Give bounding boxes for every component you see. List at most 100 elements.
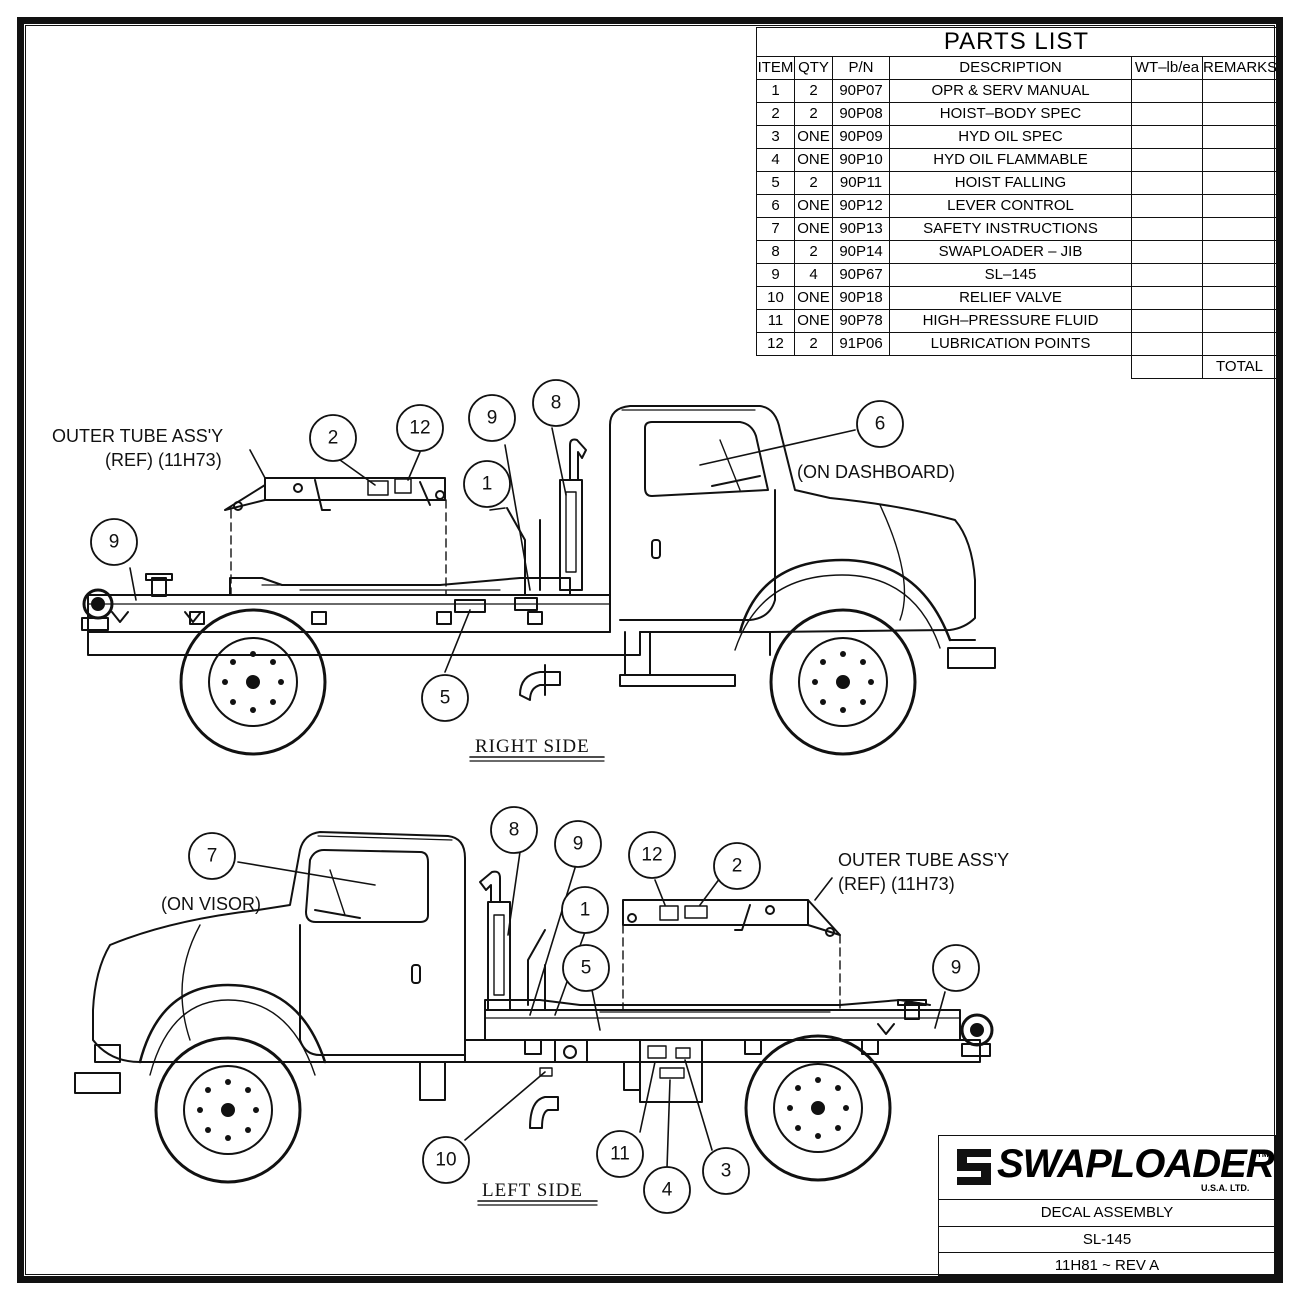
remarks-cell: [1202, 263, 1277, 287]
callout-1: 1: [482, 474, 493, 495]
logo-text: SWAPLOADER: [997, 1142, 1275, 1186]
callout-11: 11: [610, 1144, 630, 1165]
callout-2: 2: [328, 428, 339, 449]
remarks-cell: [1202, 79, 1277, 103]
swaploader-logo-icon: [957, 1149, 991, 1185]
callout-circle: [468, 394, 516, 442]
qty-cell: ONE: [794, 309, 833, 333]
weight-cell: [1131, 332, 1203, 356]
parts-header-row: ITEM QTY P/N DESCRIPTION WT–lb/ea REMARK…: [756, 56, 1277, 80]
right-side-leaders: [129, 427, 856, 673]
callout-12: 12: [641, 845, 662, 866]
total-weight-cell: [1131, 355, 1203, 379]
header-description: DESCRIPTION: [889, 56, 1132, 80]
item-cell: 5: [756, 171, 795, 195]
callout-circle: [309, 414, 357, 462]
item-cell: 11: [756, 309, 795, 333]
description-cell: SAFETY INSTRUCTIONS: [889, 217, 1132, 241]
description-cell: HOIST–BODY SPEC: [889, 102, 1132, 126]
remarks-cell: [1202, 217, 1277, 241]
qty-cell: ONE: [794, 217, 833, 241]
pn-cell: 90P12: [832, 194, 890, 218]
qty-cell: 2: [794, 332, 833, 356]
parts-table: PARTS LIST ITEM QTY P/N DESCRIPTION WT–l…: [756, 27, 1277, 379]
callout-4: 4: [662, 1180, 673, 1201]
remarks-cell: [1202, 125, 1277, 149]
description-cell: HOIST FALLING: [889, 171, 1132, 195]
qty-cell: ONE: [794, 286, 833, 310]
remarks-cell: [1202, 171, 1277, 195]
remarks-cell: [1202, 309, 1277, 333]
company-logo: SWAPLOADER TM U.S.A. LTD.: [939, 1136, 1275, 1200]
weight-cell: [1131, 240, 1203, 264]
parts-list-title: PARTS LIST: [756, 27, 1277, 57]
remarks-cell: [1202, 102, 1277, 126]
right-side-callouts: [90, 379, 904, 722]
pn-cell: 90P18: [832, 286, 890, 310]
callout-10: 10: [435, 1150, 456, 1171]
header-remarks: REMARKS: [1202, 56, 1277, 80]
callout-8: 8: [509, 820, 520, 841]
right-side-truck: [81, 405, 996, 756]
qty-cell: ONE: [794, 125, 833, 149]
pn-cell: 90P09: [832, 125, 890, 149]
item-cell: 9: [756, 263, 795, 287]
right-outer-tube-ref: (REF) (11H73): [105, 450, 222, 470]
qty-cell: 2: [794, 240, 833, 264]
description-cell: SWAPLOADER – JIB: [889, 240, 1132, 264]
qty-cell: ONE: [794, 194, 833, 218]
weight-cell: [1131, 148, 1203, 172]
item-cell: 7: [756, 217, 795, 241]
model-number: SL-145: [939, 1227, 1275, 1253]
outer-border: [17, 17, 1283, 1283]
callout-9: 9: [109, 532, 120, 553]
weight-cell: [1131, 263, 1203, 287]
right-side-caption: RIGHT SIDE: [475, 736, 590, 757]
remarks-cell: [1202, 148, 1277, 172]
callout-5: 5: [581, 958, 592, 979]
visor-note: (ON VISOR): [161, 894, 261, 914]
qty-cell: 2: [794, 79, 833, 103]
header-item: ITEM: [756, 56, 795, 80]
remarks-cell: [1202, 194, 1277, 218]
pn-cell: 90P13: [832, 217, 890, 241]
drawing-number: 11H81 ~ REV A: [1054, 1257, 1160, 1274]
logo-subtitle: U.S.A. LTD.: [1201, 1183, 1250, 1193]
item-cell: 10: [756, 286, 795, 310]
callout-3: 3: [721, 1161, 732, 1182]
callout-9: 9: [487, 408, 498, 429]
callout-circle: [856, 400, 904, 448]
item-cell: 12: [756, 332, 795, 356]
inner-border: [25, 25, 1275, 1275]
item-cell: 2: [756, 102, 795, 126]
callout-12: 12: [409, 418, 430, 439]
remarks-cell: [1202, 332, 1277, 356]
header-weight: WT–lb/ea: [1131, 56, 1203, 80]
logo-trademark: TM: [1257, 1150, 1269, 1159]
item-cell: 4: [756, 148, 795, 172]
pn-cell: 90P07: [832, 79, 890, 103]
callout-circle: [421, 674, 469, 722]
callout-5: 5: [440, 688, 451, 709]
callout-circle: [463, 460, 511, 508]
pn-cell: 90P10: [832, 148, 890, 172]
callout-circle: [90, 518, 138, 566]
remarks-cell: [1202, 286, 1277, 310]
weight-cell: [1131, 309, 1203, 333]
drawing-title: DECAL ASSEMBLY: [939, 1200, 1275, 1227]
left-outer-tube-note: OUTER TUBE ASS'Y: [838, 850, 1009, 870]
header-pn: P/N: [832, 56, 890, 80]
callout-6: 6: [875, 414, 886, 435]
right-outer-tube-note: OUTER TUBE ASS'Y: [52, 426, 223, 446]
qty-cell: 2: [794, 171, 833, 195]
total-label: TOTAL: [1202, 355, 1277, 379]
dashboard-note: (ON DASHBOARD): [797, 462, 955, 482]
qty-cell: 4: [794, 263, 833, 287]
